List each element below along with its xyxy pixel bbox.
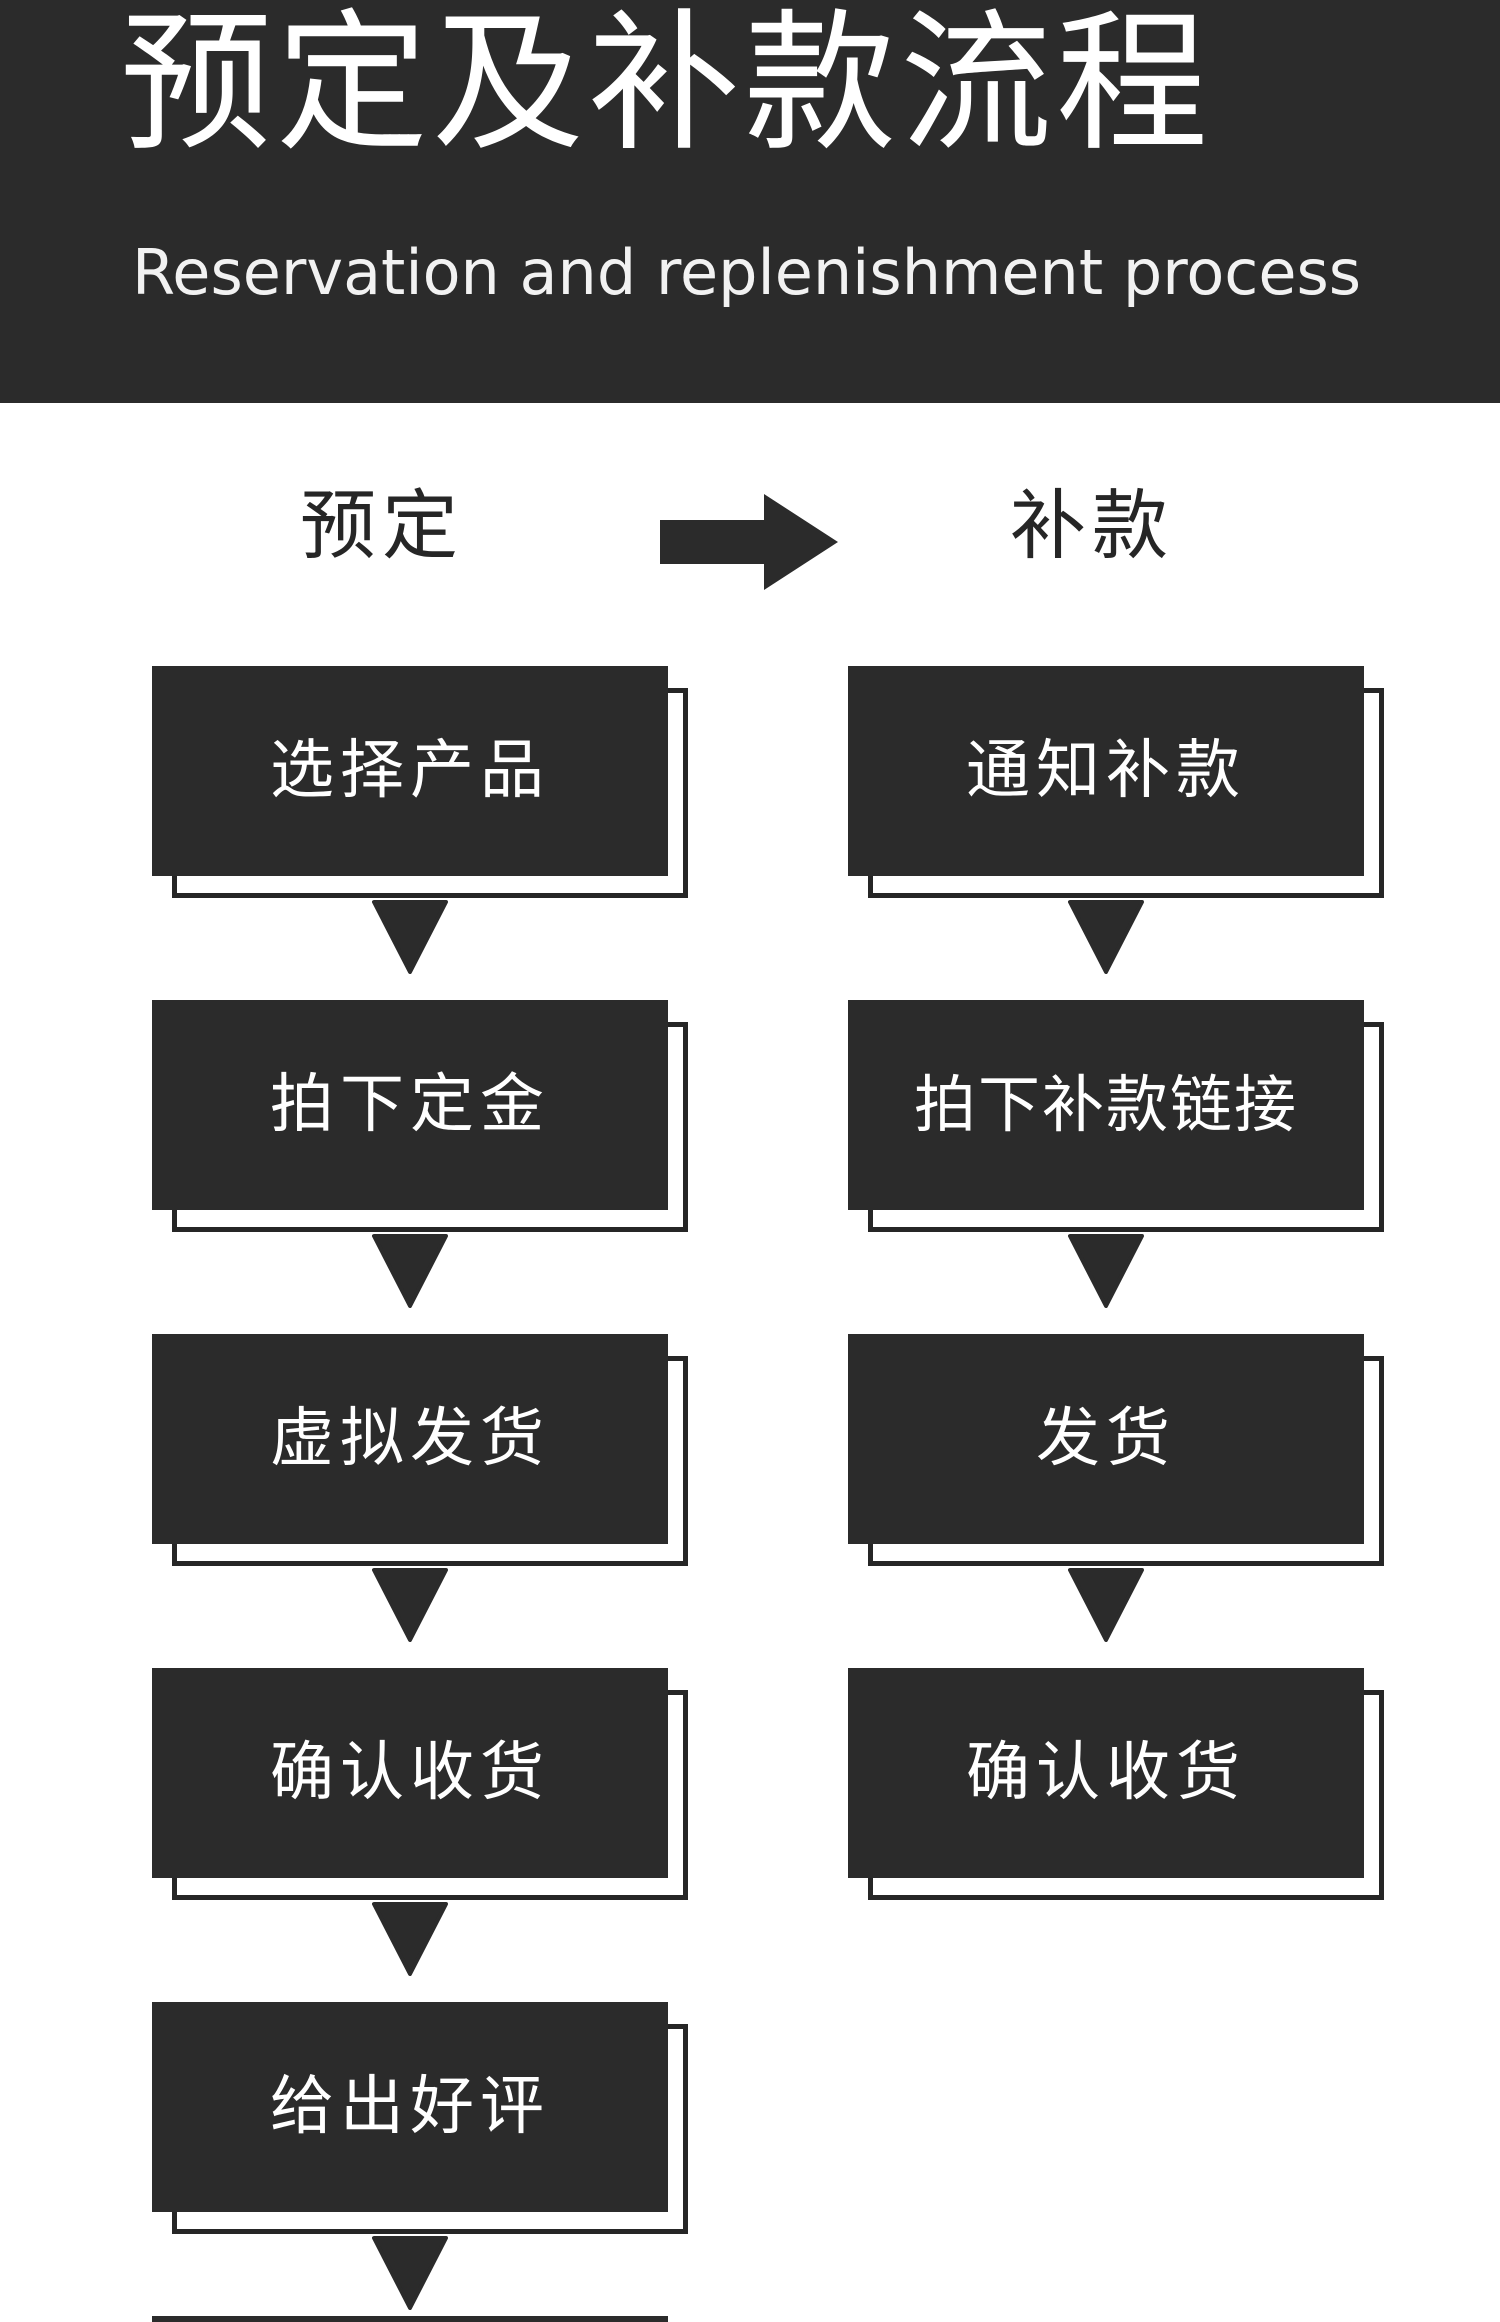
box-fill: 拍下定金: [152, 1000, 668, 1210]
flow-step-label: 发货: [1036, 1402, 1176, 1476]
flow-step-box[interactable]: 虚拟发货: [152, 1334, 688, 1566]
flow-step-box[interactable]: 给出好评: [152, 2002, 688, 2234]
column-heading-reservation: 预定: [300, 481, 464, 570]
box-fill: [152, 2316, 668, 2322]
flow-step-label: 确认收货: [270, 1736, 550, 1810]
triangle-down-icon: [372, 2236, 448, 2310]
flow-step-label: 确认收货: [966, 1736, 1246, 1810]
flow-step-label: 给出好评: [270, 2070, 550, 2144]
flow-step-box[interactable]: 拍下补款链接: [848, 1000, 1384, 1232]
triangle-down-icon: [372, 1902, 448, 1976]
box-fill: 确认收货: [152, 1668, 668, 1878]
box-fill: 发货: [848, 1334, 1364, 1544]
flow-step-box[interactable]: 选择产品: [152, 666, 688, 898]
box-fill: 虚拟发货: [152, 1334, 668, 1544]
flow-step-box-partial[interactable]: [152, 2316, 668, 2322]
triangle-down-icon: [1068, 900, 1144, 974]
flow-step-box[interactable]: 确认收货: [848, 1668, 1384, 1900]
triangle-down-icon: [1068, 1568, 1144, 1642]
triangle-down-icon: [1068, 1234, 1144, 1308]
flow-step-label: 选择产品: [270, 734, 550, 808]
header-banner: 预定及补款流程 Reservation and replenishment pr…: [0, 0, 1500, 403]
column-heading-replenishment: 补款: [1010, 481, 1174, 570]
page-subtitle: Reservation and replenishment process: [132, 236, 1362, 309]
flow-step-box[interactable]: 拍下定金: [152, 1000, 688, 1232]
box-fill: 给出好评: [152, 2002, 668, 2212]
flow-step-label: 拍下补款链接: [913, 1068, 1298, 1141]
page-title: 预定及补款流程: [120, 0, 1212, 172]
flow-step-label: 虚拟发货: [270, 1402, 550, 1476]
box-fill: 通知补款: [848, 666, 1364, 876]
box-fill: 拍下补款链接: [848, 1000, 1364, 1210]
box-fill: 确认收货: [848, 1668, 1364, 1878]
triangle-down-icon: [372, 1234, 448, 1308]
triangle-down-icon: [372, 900, 448, 974]
arrow-right-icon: [660, 492, 838, 592]
flow-step-label: 拍下定金: [270, 1068, 550, 1142]
flow-step-label: 通知补款: [966, 734, 1246, 808]
flow-step-box[interactable]: 发货: [848, 1334, 1384, 1566]
triangle-down-icon: [372, 1568, 448, 1642]
flow-step-box[interactable]: 确认收货: [152, 1668, 688, 1900]
flow-step-box[interactable]: 通知补款: [848, 666, 1384, 898]
box-fill: 选择产品: [152, 666, 668, 876]
